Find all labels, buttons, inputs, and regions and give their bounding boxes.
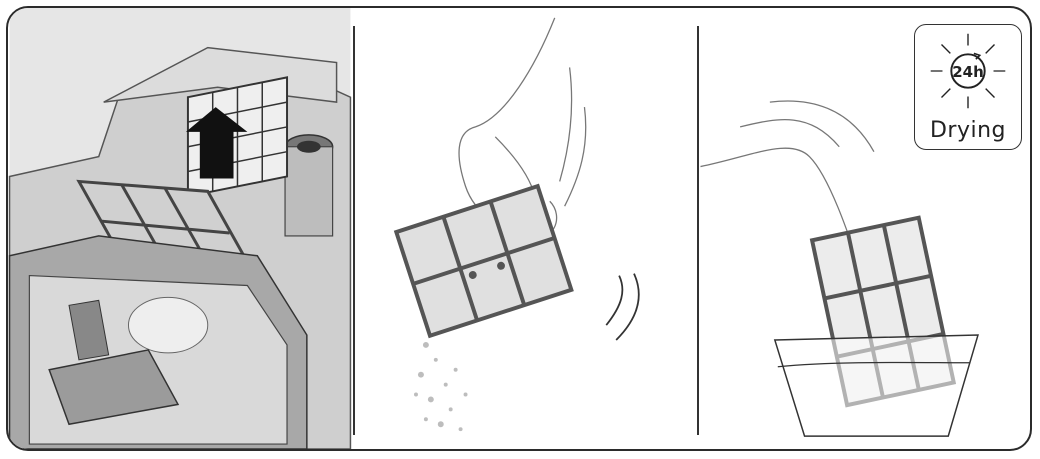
dust-cloud	[414, 341, 468, 432]
sun-clock-icon	[930, 33, 1006, 109]
drying-time-badge: 24h Drying	[914, 24, 1022, 150]
panel-divider	[353, 26, 355, 435]
drying-label: Drying	[929, 118, 1007, 143]
hand-outline	[458, 17, 587, 239]
vacuum-filter-compartment-illustration	[8, 8, 352, 449]
shake-motion-lines	[605, 273, 640, 341]
illustration-frame: 24h Drying	[6, 6, 1032, 451]
step-shake-out-panel	[355, 8, 695, 449]
step-rinse-panel: 24h Drying	[699, 8, 1030, 449]
shake-filter-illustration	[393, 17, 640, 432]
rinse-filter-illustration	[700, 100, 979, 437]
panel-divider	[697, 26, 699, 435]
shaken-filter	[393, 183, 574, 339]
lift-up-arrow-icon	[185, 107, 248, 179]
drying-hours-label: 24h	[952, 63, 984, 81]
step-remove-filter-panel	[8, 8, 352, 449]
water-basin	[773, 334, 979, 437]
